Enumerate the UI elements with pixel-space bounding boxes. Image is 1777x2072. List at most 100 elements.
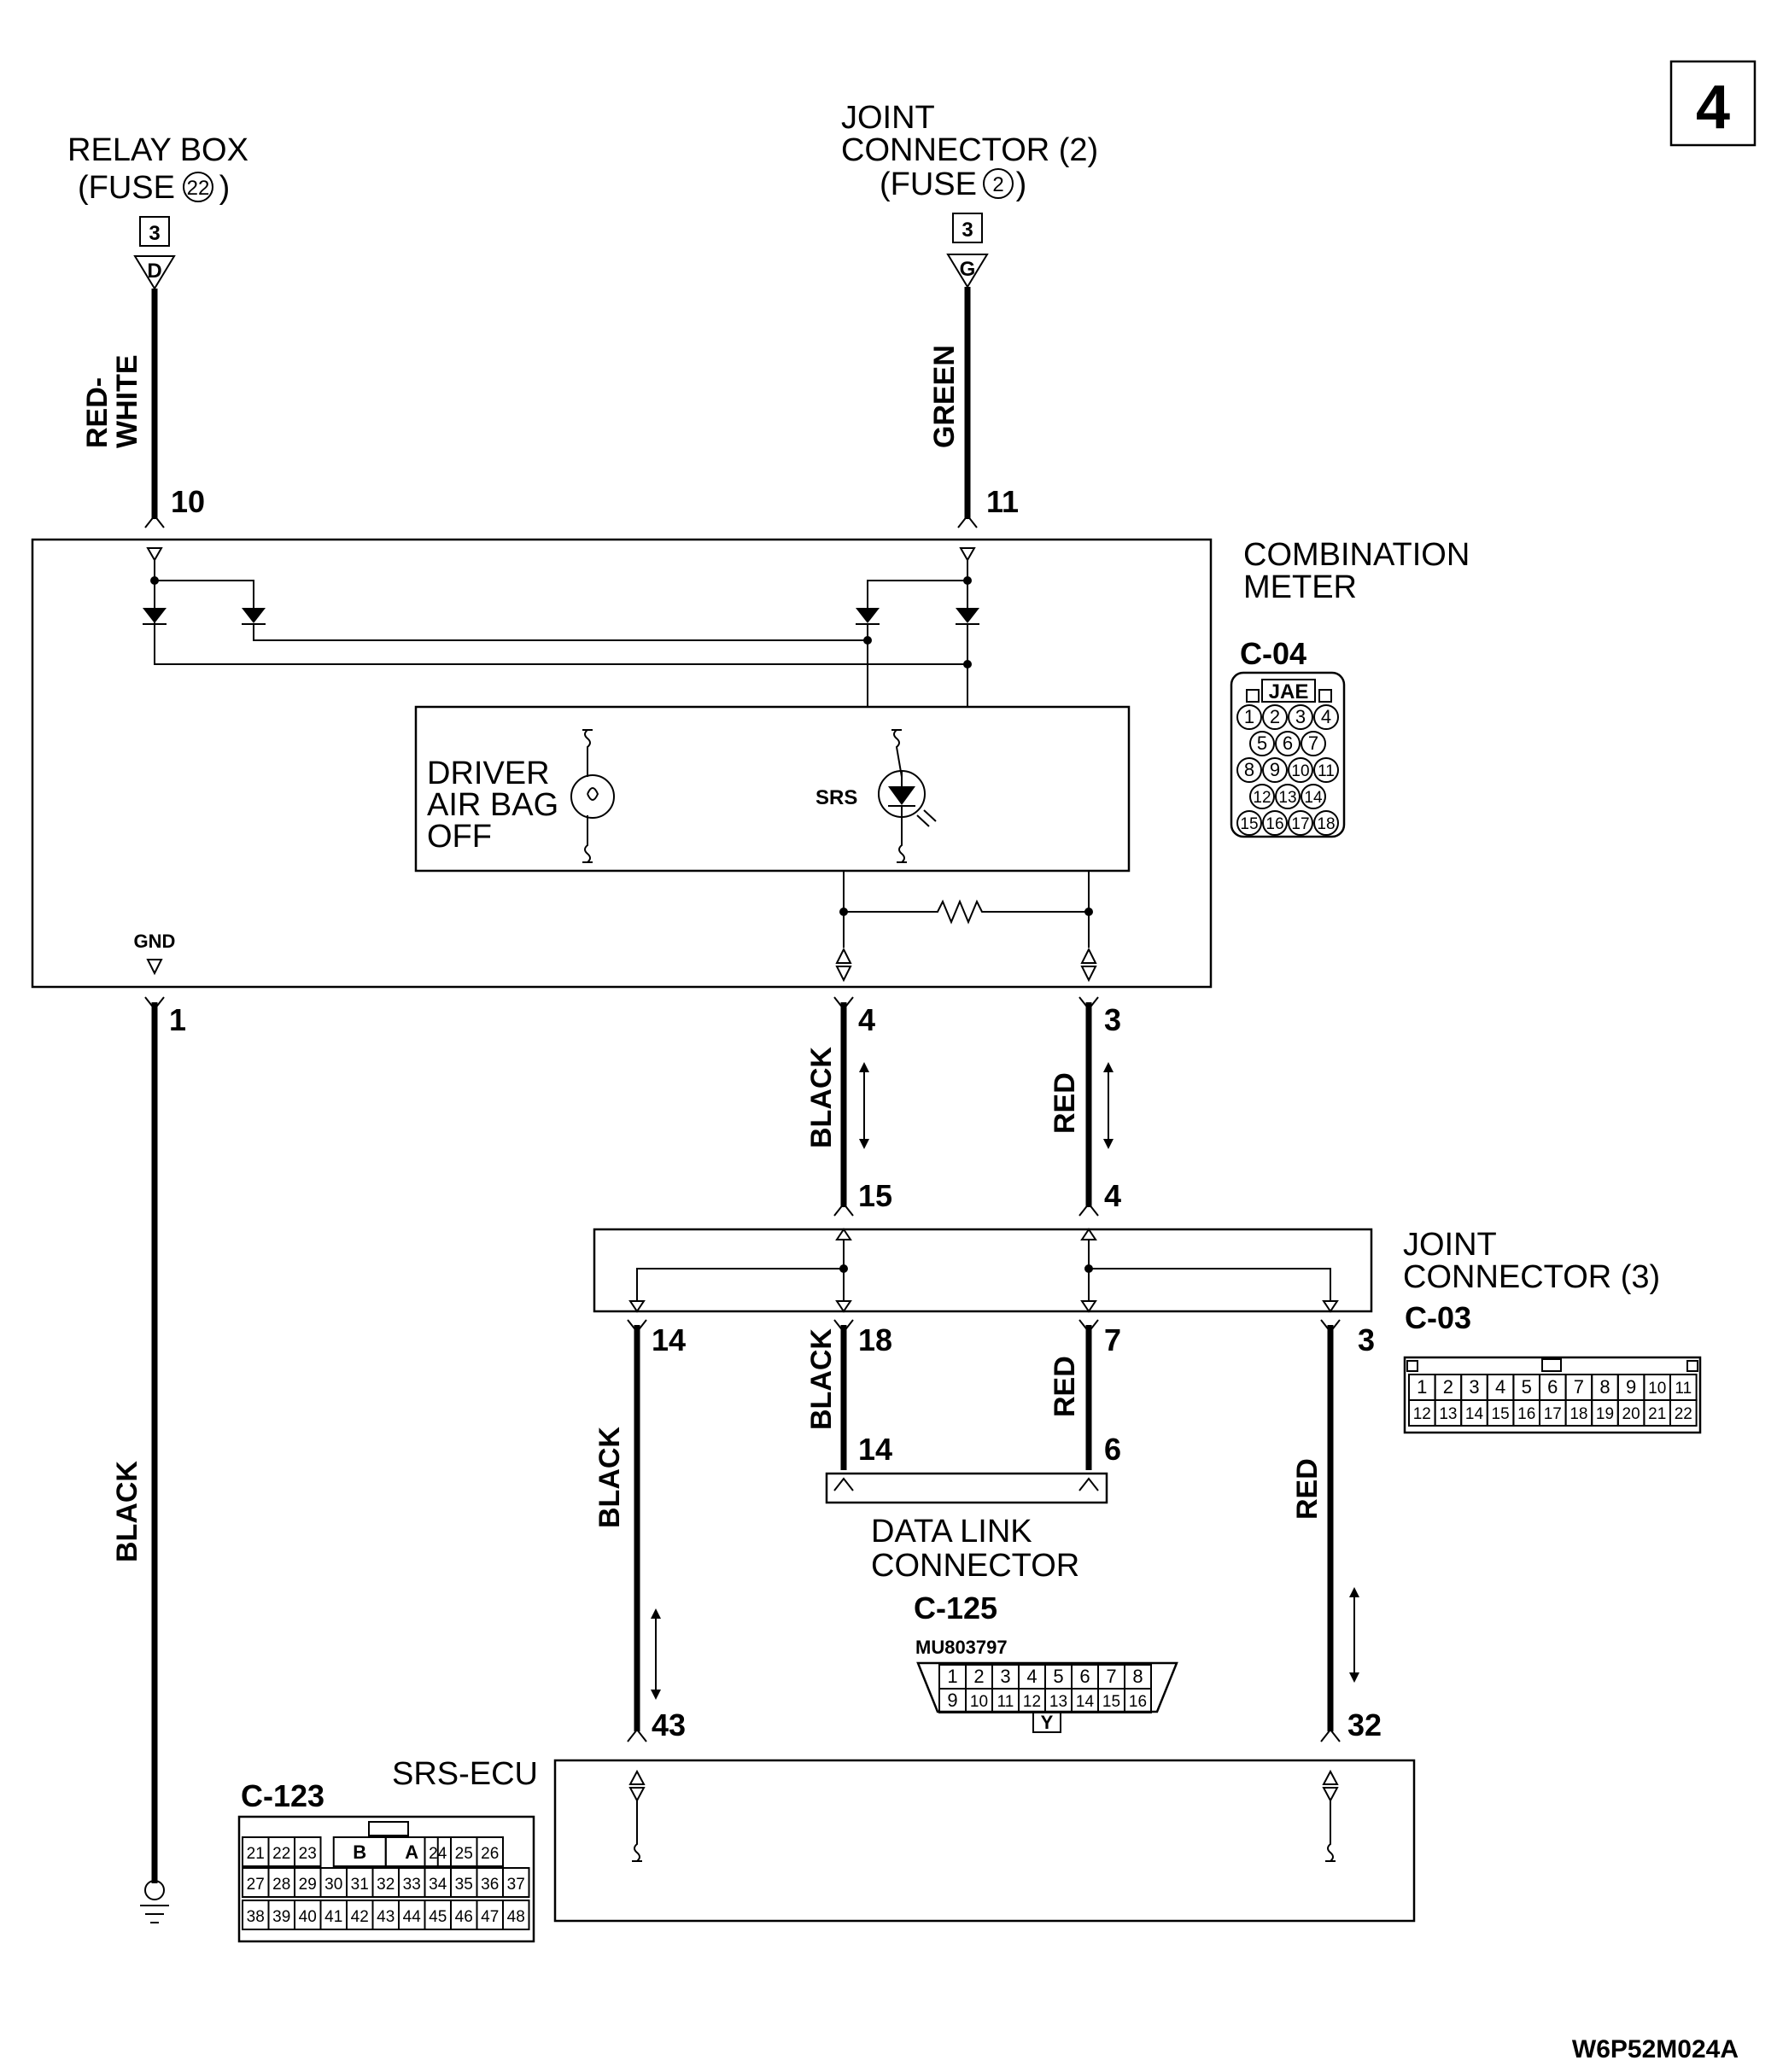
gnd-label: GND — [134, 931, 176, 952]
c123-pin-label: 47 — [481, 1908, 499, 1926]
resistor-icon — [844, 899, 1089, 925]
c03-pin-label: 11 — [1675, 1380, 1692, 1398]
c123-pin-label: 23 — [299, 1845, 317, 1863]
c03-pin-label: 6 — [1547, 1376, 1558, 1398]
c125-pin-label: 9 — [947, 1690, 957, 1711]
c04-pin-label: 7 — [1308, 732, 1318, 754]
c123-pin-label: A — [405, 1841, 418, 1863]
c03-pin-label: 15 — [1492, 1405, 1510, 1423]
c123-pin — [476, 1836, 504, 1867]
wire-jc3-left-black: 14 43 BLACK — [593, 1319, 686, 1742]
c04-pin-label: 4 — [1321, 706, 1331, 727]
c125-pin-label: 15 — [1102, 1693, 1120, 1711]
jc2-ref: 3 — [962, 219, 973, 242]
c04-pin — [1262, 757, 1288, 783]
c03-pin-label: 16 — [1517, 1405, 1535, 1423]
c03-pin-label: 9 — [1626, 1376, 1636, 1398]
c04-pin — [1249, 784, 1275, 809]
c04-pin — [1288, 810, 1313, 836]
srs-label: SRS — [815, 786, 857, 809]
svg-text:): ) — [1016, 166, 1027, 202]
wire-green: GREEN 11 — [928, 287, 1019, 528]
svg-text:BLACK: BLACK — [593, 1427, 626, 1528]
srs-ecu-name: SRS-ECU — [392, 1756, 538, 1792]
connector-c-03-id: C-03 — [1405, 1300, 1471, 1335]
c04-pin — [1313, 704, 1339, 730]
driver-airbag-off-lamp-icon — [570, 729, 615, 863]
c04-pin-label: 11 — [1318, 762, 1335, 780]
svg-text:WHITE: WHITE — [111, 354, 143, 448]
c03-pin-label: 17 — [1544, 1405, 1562, 1423]
c123-pin-label: 36 — [481, 1876, 499, 1894]
wire-jc3-mid-red: 7 6 RED — [1049, 1319, 1121, 1470]
c03-pin-label: 12 — [1413, 1405, 1431, 1423]
c123-pin-label: 21 — [247, 1845, 265, 1863]
c125-pin-label: 10 — [970, 1693, 988, 1711]
wire-red-white: RED- WHITE 10 — [81, 289, 205, 528]
c04-pin-label: 15 — [1240, 815, 1258, 833]
c123-pin — [502, 1867, 530, 1898]
dlc-name-1: DATA LINK — [871, 1514, 1032, 1550]
c03-pin-label: 22 — [1675, 1405, 1692, 1423]
c04-pin-label: 18 — [1317, 815, 1335, 833]
c04-pin-label: 5 — [1257, 732, 1267, 754]
dlc-name-2: CONNECTOR — [871, 1548, 1079, 1584]
c123-pin — [294, 1836, 322, 1867]
svg-text:14: 14 — [858, 1432, 892, 1467]
svg-text:RED-: RED- — [81, 377, 114, 448]
c123-pin-label: 30 — [324, 1876, 342, 1894]
c123-pin-label: 26 — [481, 1845, 499, 1863]
combination-meter-name-2: METER — [1243, 569, 1357, 605]
c04-pin — [1313, 810, 1339, 836]
c123-pin-label: 39 — [272, 1908, 290, 1926]
c125-pin-label: 14 — [1076, 1693, 1095, 1711]
c04-pin-label: 12 — [1253, 789, 1271, 807]
relay-box-fuse-label: (FUSE — [78, 170, 175, 206]
svg-text:3: 3 — [1358, 1322, 1375, 1357]
c123-pin-label: B — [353, 1841, 366, 1863]
jc3-name-2: CONNECTOR (3) — [1403, 1259, 1660, 1295]
c04-pin-label: 9 — [1270, 759, 1280, 780]
c03-pin-label: 21 — [1648, 1405, 1666, 1423]
c04-pin — [1236, 810, 1262, 836]
svg-text:4: 4 — [1696, 73, 1730, 142]
c125-pin-label: 3 — [1000, 1666, 1010, 1687]
c03-pin-label: 20 — [1622, 1405, 1640, 1423]
svg-text:43: 43 — [652, 1707, 686, 1742]
c04-pin-label: 8 — [1244, 759, 1254, 780]
wire-k-line-black: 4 15 BLACK — [805, 996, 892, 1217]
c123-pin-label: 29 — [299, 1876, 317, 1894]
pin-1: 1 — [169, 1002, 186, 1037]
wire-jc3-right-red: 3 32 RED — [1291, 1319, 1382, 1742]
c123-pin-label: 37 — [507, 1876, 525, 1894]
c04-pin-label: 2 — [1270, 706, 1280, 727]
c03-pin-label: 8 — [1599, 1376, 1610, 1398]
c123-pin-label: 35 — [455, 1876, 473, 1894]
c04-pin — [1262, 810, 1288, 836]
svg-text:BLACK: BLACK — [111, 1461, 143, 1562]
c123-pin-label: 31 — [351, 1876, 369, 1894]
c03-pin-label: 2 — [1443, 1376, 1453, 1398]
c123-pin-label: 32 — [377, 1876, 395, 1894]
c04-pin — [1313, 757, 1339, 783]
c04-pin-label: 16 — [1266, 815, 1283, 833]
c04-pin — [1262, 704, 1288, 730]
c125-pin-label: 12 — [1023, 1693, 1041, 1711]
c125-pin-label: 7 — [1106, 1666, 1116, 1687]
c125-pin-label: 8 — [1132, 1666, 1143, 1687]
ground-icon — [144, 1880, 165, 1900]
srs-ecu: SRS-ECU — [392, 1756, 1416, 1923]
c125-pin-label: 2 — [973, 1666, 984, 1687]
joint-connector-3: JOINT CONNECTOR (3) — [593, 1227, 1660, 1313]
c04-pin-label: 6 — [1283, 732, 1293, 754]
c03-pin-label: 18 — [1569, 1405, 1587, 1423]
c04-pin-label: 14 — [1304, 789, 1323, 807]
connector-c-04-maker: JAE — [1269, 680, 1309, 703]
c125-pin-label: 4 — [1026, 1666, 1037, 1687]
c03-pin-label: 10 — [1648, 1380, 1666, 1398]
svg-text:32: 32 — [1347, 1707, 1382, 1742]
relay-box-source: RELAY BOX (FUSE 22 ) 3 D — [67, 132, 248, 290]
figure-code: W6P52M024A — [1572, 2035, 1739, 2063]
wire-jc3-mid-black: 18 14 BLACK — [805, 1319, 892, 1470]
